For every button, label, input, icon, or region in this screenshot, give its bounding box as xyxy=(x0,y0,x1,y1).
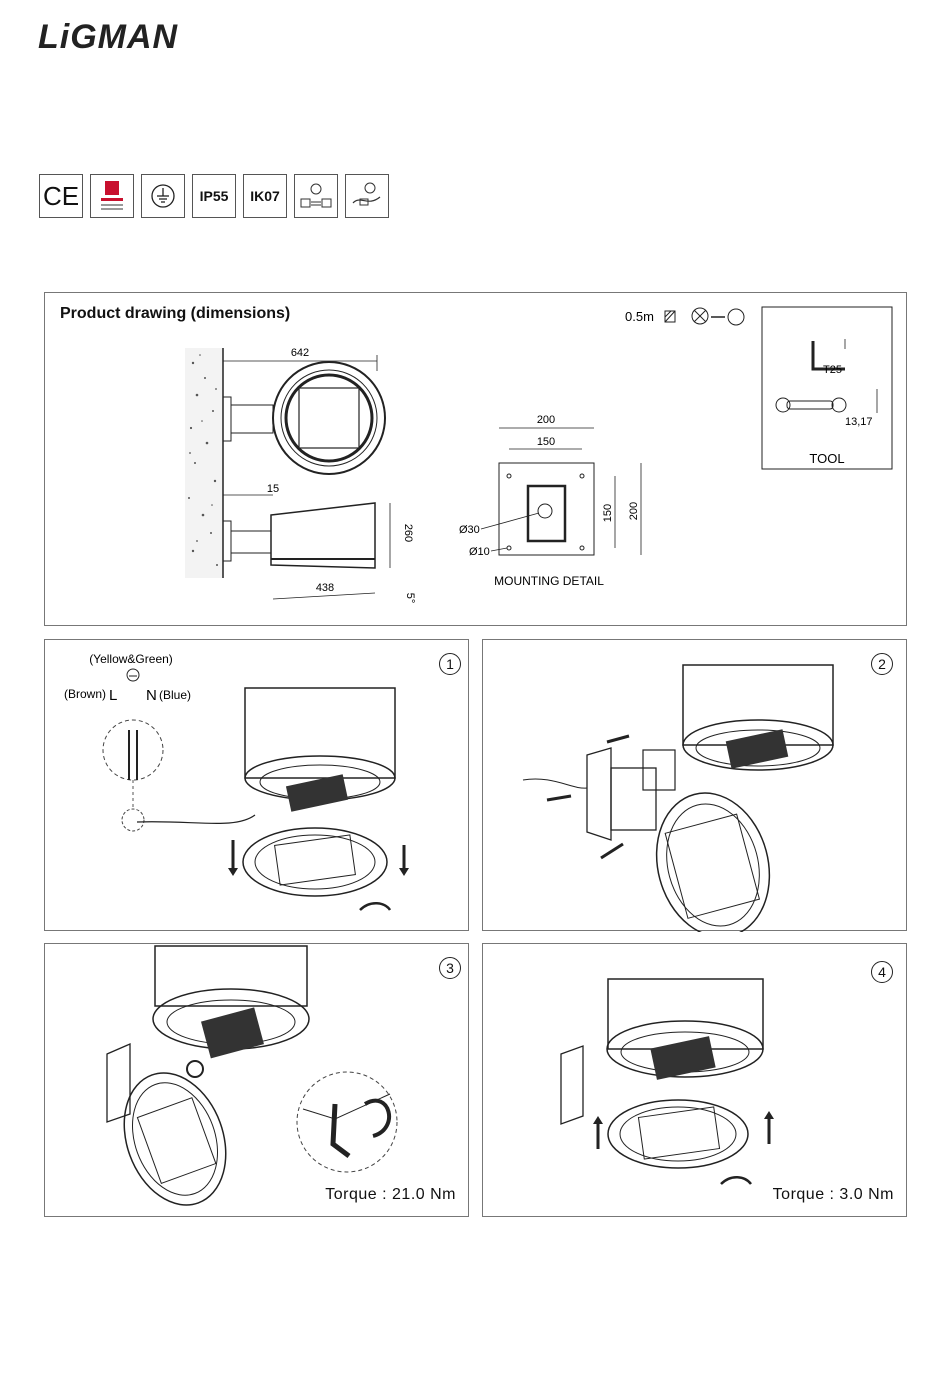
neutral-letter: N xyxy=(146,687,157,704)
neutral-label: (Blue) xyxy=(159,688,191,702)
control-option-icon xyxy=(294,174,338,218)
brand-logo: LiGMAN xyxy=(38,18,178,57)
step-4-torque: Torque : 3.0 Nm xyxy=(773,1186,894,1204)
tool-label: TOOL xyxy=(809,451,844,466)
dim-height: 260 xyxy=(402,524,414,542)
step-2-panel: 2 xyxy=(482,639,907,931)
hole-small-label: Ø10 xyxy=(469,546,490,558)
dim-width: 642 xyxy=(291,347,309,359)
ce-mark-icon: CE xyxy=(39,174,83,218)
mount-inner-width: 150 xyxy=(537,436,555,448)
earth-label: (Yellow&Green) xyxy=(89,652,173,666)
certification-icons: CE IP55 IK07 xyxy=(39,174,389,218)
step-1-panel: 1 (Yellow&Green) (Brown) L N (Blue) xyxy=(44,639,469,931)
mounting-detail-label: MOUNTING DETAIL xyxy=(494,574,604,588)
mount-inner-height: 150 xyxy=(602,504,614,522)
fixing-bolt-illustration xyxy=(45,944,470,1218)
dim-tilt: 5° xyxy=(404,593,416,604)
hole-large-label: Ø30 xyxy=(459,524,480,536)
tool-wrench-label: 13,17 xyxy=(845,416,873,428)
step-4-panel: 4 Torque : 3.0 Nm xyxy=(482,943,907,1217)
mount-outer-height: 200 xyxy=(628,502,640,520)
wiring-option-icon xyxy=(345,174,389,218)
dim-offset: 15 xyxy=(267,483,279,495)
distance-spec: 0.5m xyxy=(625,309,654,324)
earth-ground-icon xyxy=(141,174,185,218)
dimension-drawing: 642 15 260 438 5° 200 150 150 200 Ø30 Ø1… xyxy=(45,293,908,627)
wiring-illustration: (Yellow&Green) (Brown) L N (Blue) xyxy=(45,640,470,932)
mounting-illustration xyxy=(483,640,908,932)
tool-key-label: T25 xyxy=(823,364,842,376)
safety-certificate-icon xyxy=(90,174,134,218)
closing-cover-illustration xyxy=(483,944,908,1218)
dim-depth: 438 xyxy=(316,582,334,594)
product-drawing-panel: Product drawing (dimensions) 642 15 260 … xyxy=(44,292,907,626)
live-label: (Brown) xyxy=(64,687,106,701)
ip55-rating: IP55 xyxy=(192,174,236,218)
mount-outer-width: 200 xyxy=(537,414,555,426)
ik07-rating: IK07 xyxy=(243,174,287,218)
step-3-panel: 3 Torque : 21.0 Nm xyxy=(44,943,469,1217)
live-letter: L xyxy=(109,687,117,704)
step-3-torque: Torque : 21.0 Nm xyxy=(325,1186,456,1204)
